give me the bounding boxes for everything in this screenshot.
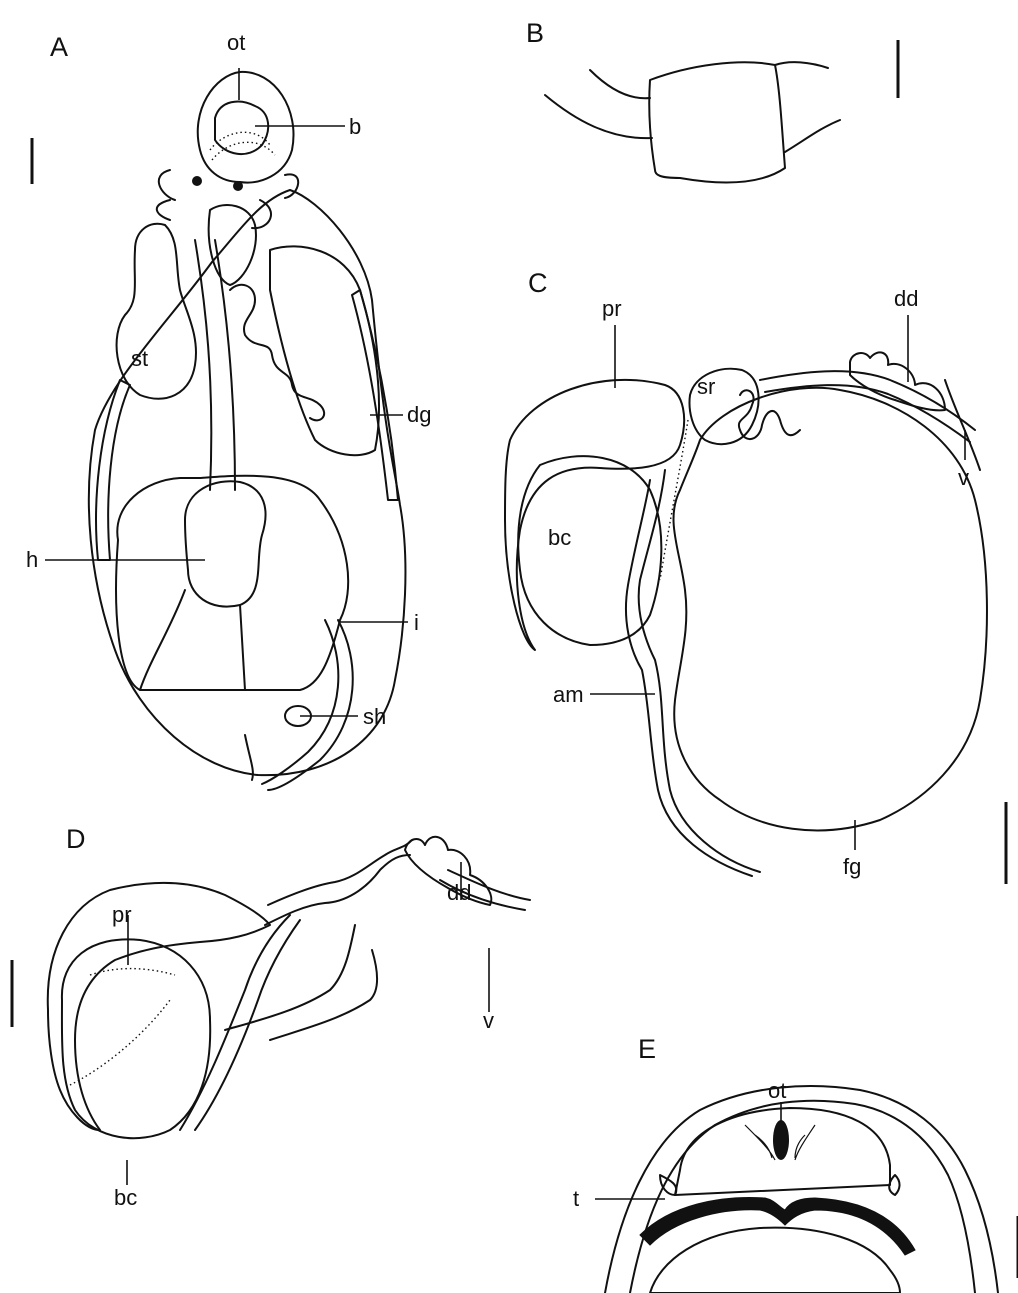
label-fg: fg <box>843 854 861 879</box>
label-pr-d: pr <box>112 902 132 927</box>
bursa-dots-bottom <box>70 1000 170 1085</box>
oral-tube-opening <box>773 1120 789 1160</box>
jaw-band <box>640 1197 915 1255</box>
panel-d: D dd pr v bc <box>12 824 530 1210</box>
internal-duct-dots <box>660 420 688 580</box>
tentacles <box>157 170 298 228</box>
label-v-c: v <box>958 465 969 490</box>
jaw-connector-bottom-left <box>545 95 652 138</box>
panel-letter-a: A <box>50 32 68 62</box>
label-i: i <box>414 610 419 635</box>
label-pr-c: pr <box>602 296 622 321</box>
panel-a: A <box>26 30 431 790</box>
label-h: h <box>26 547 38 572</box>
label-dd-c: dd <box>894 286 918 311</box>
female-gland <box>674 388 987 831</box>
panel-letter-b: B <box>526 18 544 48</box>
label-sr: sr <box>697 374 715 399</box>
stomach <box>117 224 196 399</box>
pericardium <box>116 476 348 690</box>
pharynx-e <box>650 1228 900 1293</box>
duct-d-1 <box>265 855 410 925</box>
esophagus-left <box>195 240 211 490</box>
jaw-connector-top-right <box>775 62 828 68</box>
buccal-mass <box>215 102 268 155</box>
label-dg: dg <box>407 402 431 427</box>
coiled-duct <box>230 285 324 421</box>
label-ot: ot <box>227 30 245 55</box>
panel-letter-d: D <box>66 824 86 854</box>
label-bc-d: bc <box>114 1185 137 1210</box>
label-bc-c: bc <box>548 525 571 550</box>
vagina-outer-wall <box>945 380 980 470</box>
label-ot-e: ot <box>768 1078 786 1103</box>
duct-d-2 <box>268 840 412 905</box>
bursa-copulatrix-d <box>62 939 210 1138</box>
intestine-inner <box>262 620 338 784</box>
label-sh: sh <box>363 704 386 729</box>
label-v-d: v <box>483 1008 494 1033</box>
duct-d-5 <box>225 925 355 1030</box>
pericardium-fold <box>140 590 185 690</box>
intestine-outer <box>268 620 353 790</box>
buccal-dots-2 <box>212 142 275 160</box>
label-st: st <box>131 346 148 371</box>
esophagus-right <box>215 240 235 490</box>
ampulla-outer <box>639 470 760 872</box>
eye-left <box>192 176 202 186</box>
eye-right <box>233 181 243 191</box>
jaw-connector-bottom-right <box>785 120 840 152</box>
label-t: t <box>573 1186 579 1211</box>
middle-wall <box>630 1101 975 1293</box>
oral-tube <box>198 72 294 183</box>
panel-b: B <box>526 18 898 182</box>
jaw-connector-top-left <box>590 70 650 98</box>
heart <box>185 481 266 606</box>
gland-edge-shade-left <box>96 380 130 560</box>
label-am: am <box>553 682 584 707</box>
label-b: b <box>349 114 361 139</box>
dd-duct-lobes <box>850 352 945 410</box>
label-dd-d: dd <box>447 880 471 905</box>
panel-e: E ot t <box>573 1034 1018 1293</box>
gland-lobe-dg <box>270 246 379 455</box>
jaw-plate <box>649 62 785 182</box>
ampulla-inner <box>626 480 752 876</box>
panel-c: C dd pr sr v bc am fg <box>505 268 1006 884</box>
panel-letter-c: C <box>528 268 548 298</box>
prostate-d <box>48 883 270 1130</box>
panel-letter-e: E <box>638 1034 656 1064</box>
pericardium-split <box>240 605 245 690</box>
